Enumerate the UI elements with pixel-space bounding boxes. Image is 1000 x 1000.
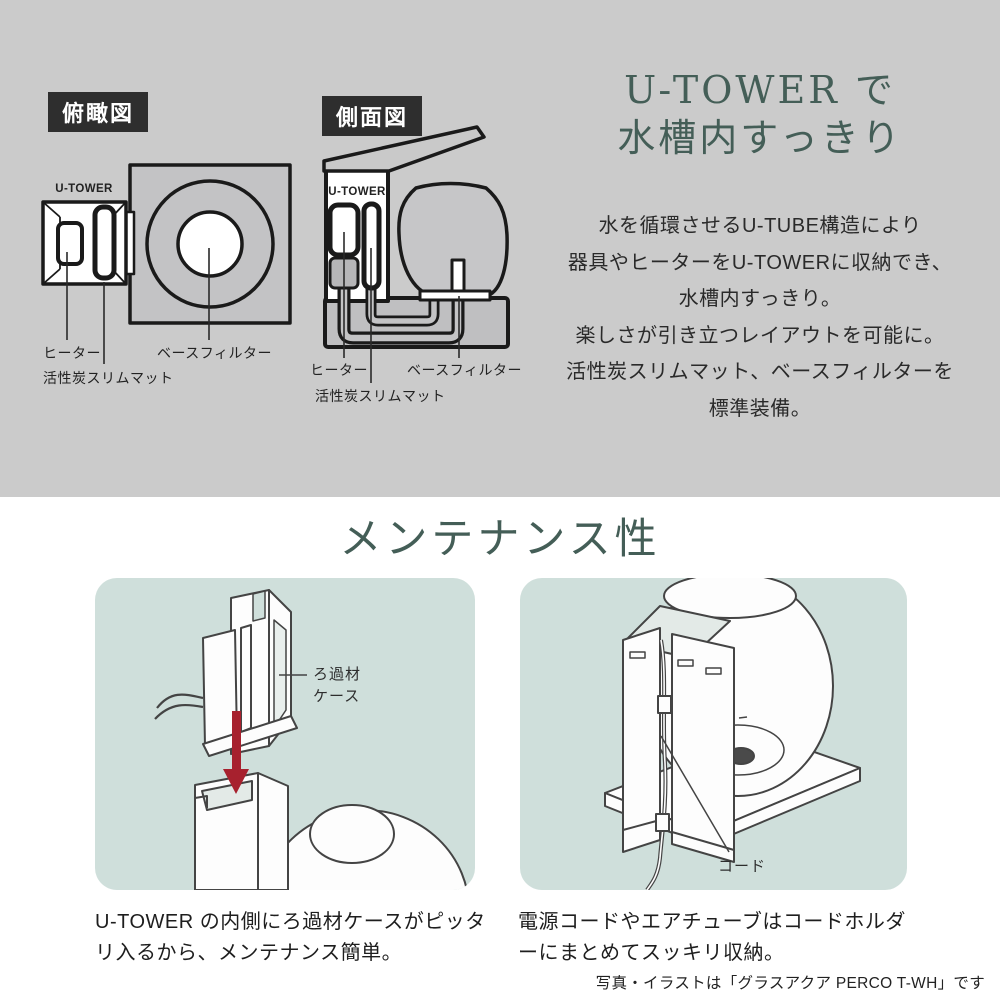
body-line: 器具やヒーターをU-TOWERに収納でき、	[567, 251, 953, 274]
tower-left-slab	[622, 627, 661, 853]
tower-slot	[629, 651, 646, 659]
tower-right-face	[257, 772, 289, 890]
u-tower-feature-section: 俯瞰図 側面図 U-TOWER U-TOWER ヒーター 活性炭スリムマット ベ…	[0, 0, 1000, 497]
tower-notch	[194, 795, 208, 808]
filter-case-callout: ろ過材 ケース	[313, 664, 361, 708]
carbon-mat-topview	[92, 204, 117, 281]
waterline-dash	[738, 716, 748, 719]
case-front-slab	[202, 629, 238, 747]
filter-case-panel: ろ過材 ケース	[95, 578, 475, 890]
filter-case-illustration	[154, 589, 468, 890]
side-view-mat-label: 活性炭スリムマット	[315, 388, 446, 404]
cord-holder-clip	[655, 813, 670, 832]
headline-line-1: U-TOWER で	[624, 68, 896, 112]
tower-right-slab	[671, 633, 735, 863]
model-footnote: 写真・イラストは「グラスアクア PERCO T-WH」です	[595, 975, 985, 992]
cord-holder-illustration	[604, 578, 861, 890]
body-line: 水槽内すっきり。	[678, 288, 842, 310]
cord-holder-caption: 電源コードやエアチューブはコードホルダ ーにまとめてスッキリ収納。	[518, 907, 923, 968]
filter-case-caption: U-TOWER の内側にろ過材ケースがピッタ リ入るから、メンテナンス簡単。	[95, 907, 495, 968]
callout-leader-line	[660, 735, 730, 853]
heater-topview	[56, 221, 84, 266]
top-view-mat-label: 活性炭スリムマット	[43, 370, 174, 386]
side-view-diagram	[322, 125, 510, 383]
cord-callout: コード	[718, 858, 767, 875]
tower-lid	[322, 125, 486, 173]
glass-bowl	[397, 181, 509, 298]
power-cord-core	[646, 639, 667, 890]
cord-holder-panel: コード	[520, 578, 907, 890]
tower-slot	[677, 659, 694, 667]
callout-line: ろ過材	[313, 666, 362, 683]
body-line: 活性炭スリムマット、ベースフィルターを	[566, 361, 954, 383]
caption-line: 電源コードやエアチューブはコードホルダ	[518, 911, 906, 933]
body-line: 楽しさが引き立つレイアウトを可能に。	[575, 324, 945, 347]
slab-seam	[671, 831, 735, 851]
side-view-tag: 側面図	[322, 96, 422, 136]
side-view-heater-label: ヒーター	[310, 362, 368, 378]
top-view-tag: 俯瞰図	[48, 92, 148, 132]
feature-description: 水を循環させるU-TUBE構造により 器具やヒーターをU-TOWERに収納でき、…	[540, 208, 980, 427]
headline-line-2: 水槽内すっきり	[617, 116, 903, 160]
cord-holder-clip	[657, 695, 672, 714]
insert-arrow-icon	[223, 711, 249, 794]
air-tube-sketch-2	[154, 703, 204, 720]
bowl-opening-sketch	[309, 804, 395, 864]
side-view-unit-label: U-TOWER	[328, 186, 386, 198]
air-tube-sketch	[156, 693, 204, 709]
body-line: 水を循環させるU-TUBE構造により	[598, 215, 922, 237]
bowl-opening-sketch	[663, 578, 797, 619]
base-filter-plate	[418, 289, 492, 302]
slab-seam	[622, 819, 661, 831]
case-center-tube	[240, 624, 252, 733]
tower-slot	[705, 667, 722, 675]
side-view-base-filter-label: ベースフィルター	[407, 362, 523, 378]
caption-line: U-TOWER の内側にろ過材ケースがピッタ	[95, 911, 486, 933]
case-notch	[252, 590, 266, 622]
body-line: 標準装備。	[708, 397, 812, 420]
caption-line: リ入るから、メンテナンス簡単。	[95, 941, 403, 964]
side-view-leader-lines	[343, 232, 460, 383]
top-view-base-filter-label: ベースフィルター	[157, 345, 273, 361]
top-view-heater-label: ヒーター	[43, 345, 101, 361]
base-filter-inner-circle	[176, 210, 244, 278]
top-view-unit-label: U-TOWER	[55, 183, 113, 195]
maintenance-section-title: メンテナンス性	[339, 514, 661, 563]
section-headline: U-TOWER で 水槽内すっきり	[545, 66, 975, 162]
case-bottom-tray	[202, 715, 298, 757]
callout-line: ケース	[313, 688, 361, 705]
top-view-leader-lines	[66, 248, 210, 364]
diagram-line-art	[41, 125, 510, 383]
case-window	[273, 619, 287, 729]
top-view-diagram	[41, 163, 292, 364]
caption-line: ーにまとめてスッキリ収納。	[518, 941, 785, 964]
